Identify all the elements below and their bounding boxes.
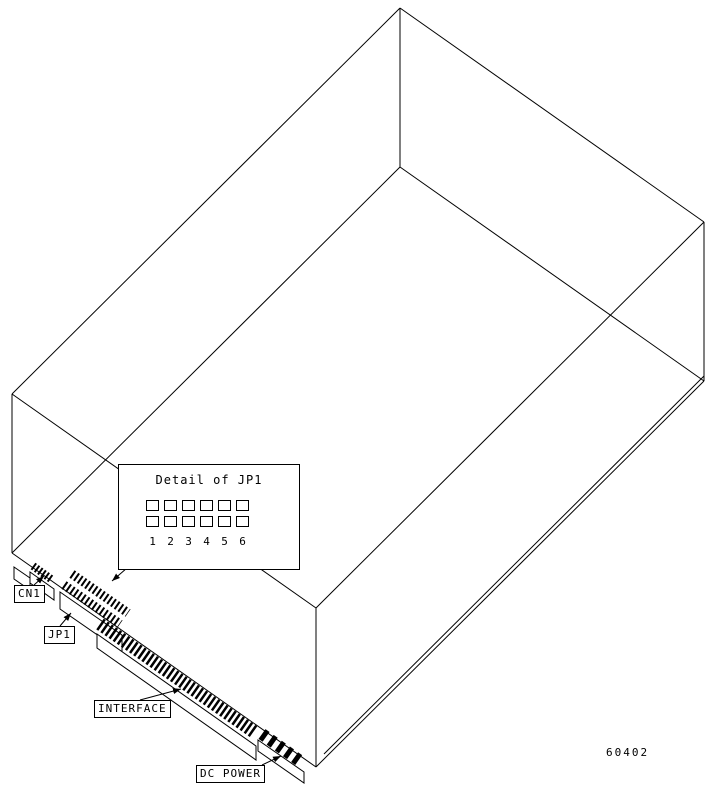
jumper-pin bbox=[164, 500, 177, 511]
jumper-pin bbox=[200, 500, 213, 511]
jumper-pin bbox=[236, 500, 249, 511]
jumper-pin bbox=[236, 516, 249, 527]
pin-number: 6 bbox=[239, 535, 246, 548]
detail-box: Detail of JP1 1 2 3 4 5 6 bbox=[118, 464, 300, 570]
jumper-pin bbox=[200, 516, 213, 527]
jumper-grid bbox=[146, 500, 299, 527]
pin-number: 3 bbox=[185, 535, 192, 548]
jumper-pin bbox=[146, 516, 159, 527]
jumper-pin bbox=[164, 516, 177, 527]
jumper-pin bbox=[182, 516, 195, 527]
pin-number: 5 bbox=[221, 535, 228, 548]
pin-number: 4 bbox=[203, 535, 210, 548]
jumper-pin bbox=[218, 500, 231, 511]
dc-power-label: DC POWER bbox=[196, 765, 265, 783]
jumper-pin bbox=[146, 500, 159, 511]
jp1-label: JP1 bbox=[44, 626, 75, 644]
leader-arrows bbox=[33, 567, 282, 766]
cn1-arrow bbox=[33, 575, 45, 586]
jumper-pin bbox=[182, 500, 195, 511]
pin-numbers: 1 2 3 4 5 6 bbox=[146, 536, 299, 547]
cn1-label: CN1 bbox=[14, 585, 45, 603]
dc-power-connector bbox=[257, 729, 305, 784]
dc-power-arrow bbox=[261, 755, 282, 766]
interface-connector bbox=[96, 618, 258, 761]
figure-number: 60402 bbox=[606, 746, 650, 759]
jp1-detail-arrow bbox=[111, 567, 128, 582]
pin-number: 2 bbox=[167, 535, 174, 548]
interface-label: INTERFACE bbox=[94, 700, 171, 718]
jumper-pin bbox=[218, 516, 231, 527]
pin-number: 1 bbox=[149, 535, 156, 548]
jp1-arrow bbox=[59, 612, 72, 627]
interface-arrow bbox=[139, 688, 182, 701]
detail-title: Detail of JP1 bbox=[155, 473, 263, 487]
